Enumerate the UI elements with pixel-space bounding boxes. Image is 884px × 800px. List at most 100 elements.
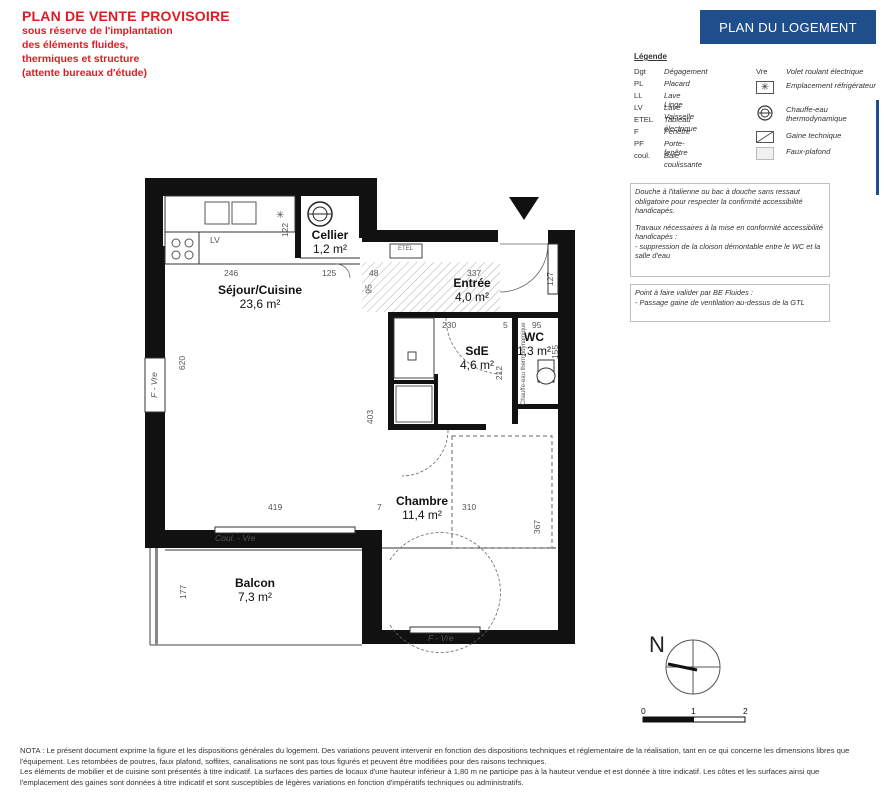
dimension-label: 337 [467,268,482,278]
room-area: 7,3 m² [237,590,272,604]
scale-tick: 1 [691,706,696,716]
dimension-label: 95 [363,284,374,294]
legend-label: Lave Linge [664,91,683,109]
legend-label: Volet roulant électrique [786,67,864,76]
shower-area [393,317,435,379]
technical-shaft-icon [756,131,774,144]
dimension-label: 230 [442,320,457,330]
legend-abbr: PL [634,79,644,88]
room-area: 23,6 m² [239,297,281,311]
footer-line: NOTA : Le présent document exprime la fi… [20,746,850,766]
dimension-label: 246 [224,268,239,278]
compass [665,639,721,695]
washbasin [395,385,433,423]
warning-title: PLAN DE VENTE PROVISOIRE [22,8,230,24]
dimension-label: 48 [369,268,379,278]
room-chambre: Chambre 11,4 m² [392,494,452,522]
legend-abbr: Dgt [634,67,646,76]
legend-abbr: ETEL [634,115,653,124]
balcony [149,548,362,646]
provisional-plan-warning: PLAN DE VENTE PROVISOIRE sous réserve de… [22,8,230,80]
scale-tick: 0 [641,706,646,716]
dimension-label: 5 [503,320,508,330]
legend-label: Porte-fenêtre [664,139,688,157]
note-line: - Passage gaine de ventilation au-dessus… [635,297,805,307]
warning-line: sous réserve de l'implantation [22,25,173,37]
dimension-label: 125 [322,268,337,278]
svg-text:✳: ✳ [276,210,284,221]
room-name: Balcon [234,576,275,590]
legend-title: Légende [634,52,667,61]
scale-tick: 2 [743,706,748,716]
room-area: 1,2 m² [312,242,347,256]
plan-title-banner: PLAN DU LOGEMENT [700,10,876,44]
room-name: SdE [465,344,489,358]
north-label: N [649,632,665,657]
room-sejour: Séjour/Cuisine 23,6 m² [205,283,315,311]
dimension-label: 155 [550,344,561,360]
windows [144,243,559,634]
window-label-left: F - Vre [148,372,159,398]
room-name: Séjour/Cuisine [217,283,303,297]
warning-line: thermiques et structure [22,53,140,65]
dimension-label: 127 [545,271,556,287]
legend-label: Emplacement réfrigérateur [786,81,876,90]
dishwasher-label: LV [210,235,220,245]
legend-label: Placard [664,79,690,88]
warning-line: (attente bureaux d'étude) [22,67,148,79]
note-line: Douche à l'italienne ou bac à douche san… [635,187,803,215]
legend-abbr: F [634,127,639,136]
legend-label: Fenêtre [664,127,691,136]
room-wc: WC 1,3 m² [514,330,554,358]
exterior-walls [145,178,575,644]
footer-note: NOTA : Le présent document exprime la fi… [20,746,870,788]
kitchen-counter: ✳ [164,195,296,265]
bed-outline [451,435,553,549]
electric-panel-box [389,243,423,259]
water-heater-icon [307,201,333,227]
legend-abbr: coul. [634,151,651,160]
room-area: 11,4 m² [402,508,442,522]
note-line: Point à faire valider par BE Fluides : [635,288,753,297]
entrance-arrow-icon [509,197,539,220]
dimension-label: 122 [280,222,291,238]
legend-label: Tableau électrique [664,115,697,133]
legend-label: Lave Vaisselle [664,103,695,121]
warning-line: des éléments fluides, [22,39,129,51]
window-label-bedroom: F - Vre [428,633,454,643]
thermo-label: Chauffe-eau thermodynamique [521,322,527,405]
water-heater-icon [756,105,774,121]
dimension-label: 212 [494,365,505,381]
room-sde: SdE 4,6 m² [452,344,502,372]
room-area: 1,3 m² [516,344,551,358]
legend-abbr: PF [634,139,644,148]
dimension-label: 95 [532,320,542,330]
entrance-hatch-area [362,262,500,312]
room-name: Cellier [311,228,349,242]
legend-abbr: Vre [756,67,768,76]
toilet-icon [536,359,556,385]
legend-label: Gaine technique [786,131,842,140]
legend-abbr: LL [634,91,643,100]
dimension-label: 403 [365,409,376,425]
legend-label: Baie coulissante [664,151,702,169]
false-ceiling-icon [756,147,774,160]
legend-label: Faux-plafond [786,147,831,156]
window-label-balcony: Coul. - Vre [215,533,256,543]
room-entree: Entrée 4,0 m² [437,276,507,304]
dimension-label: 310 [462,502,477,512]
room-name: WC [524,330,544,344]
fridge-location-icon: ✳ [756,81,774,94]
interior-walls [295,196,558,430]
legend-label: Chauffe-eau thermodynamique [786,105,847,123]
note-line: - suppression de la cloison démontable e… [635,241,821,261]
scale-bar [642,716,746,723]
room-area: 4,6 m² [459,358,494,372]
dimension-label: 7 [377,502,382,512]
footer-line: Les éléments de mobilier et de cuisine s… [20,767,820,787]
legend-abbr: LV [634,103,643,112]
dimension-label: 367 [532,519,543,535]
shower-drain-icon [407,351,417,361]
